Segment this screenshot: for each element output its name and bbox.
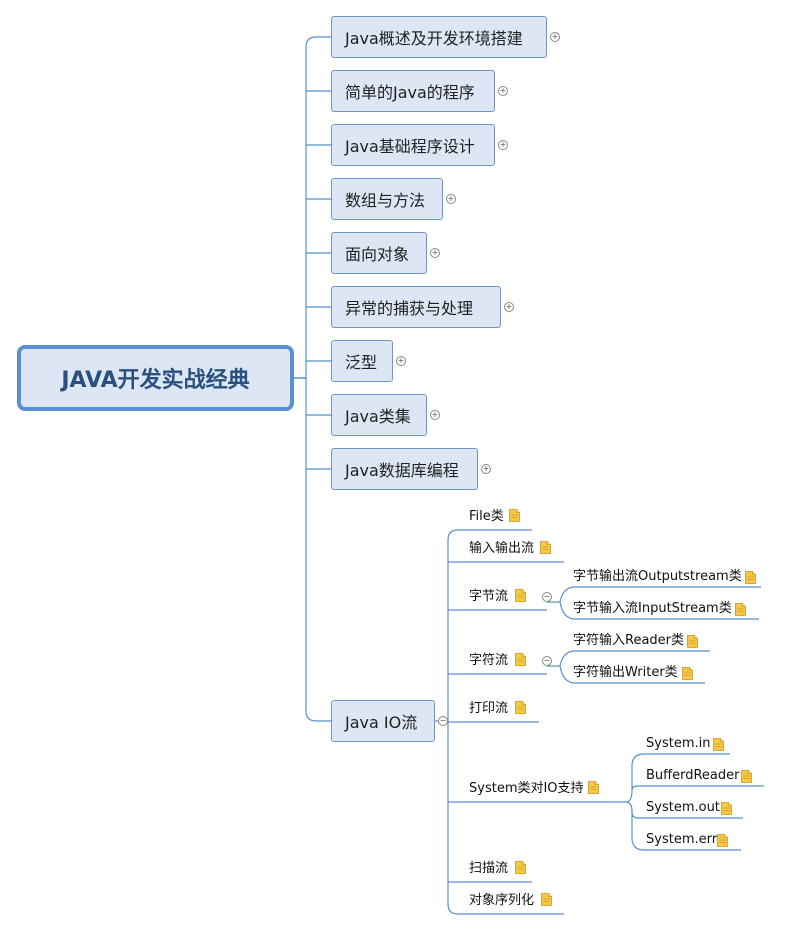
- system-child-1[interactable]: BufferdReader: [646, 768, 740, 783]
- io-child-7[interactable]: 对象序列化: [469, 893, 535, 908]
- note-icon[interactable]: [515, 861, 526, 874]
- note-icon[interactable]: [713, 738, 724, 751]
- topic-2-toggle[interactable]: +: [498, 140, 508, 150]
- note-icon[interactable]: [540, 541, 551, 554]
- note-icon[interactable]: [721, 802, 732, 815]
- system-child-2[interactable]: System.out: [646, 800, 720, 815]
- system-child-line: [631, 812, 741, 851]
- io-child-2-toggle[interactable]: −: [542, 592, 552, 602]
- topic-5-toggle[interactable]: +: [504, 302, 514, 312]
- io-child-3[interactable]: 字符流: [469, 653, 509, 668]
- note-icon[interactable]: [745, 571, 756, 584]
- io-child-3-toggle[interactable]: −: [542, 656, 552, 666]
- note-icon[interactable]: [515, 701, 526, 714]
- char-child-line: [559, 665, 705, 684]
- topic-4[interactable]: 面向对象: [331, 232, 427, 274]
- note-icon[interactable]: [735, 603, 746, 616]
- topic-8[interactable]: Java数据库编程: [331, 448, 478, 490]
- topic-2[interactable]: Java基础程序设计: [331, 124, 495, 166]
- io-child-line: [447, 903, 564, 915]
- note-icon[interactable]: [741, 770, 752, 783]
- byte-child-line: [559, 601, 759, 620]
- topic-9-toggle[interactable]: −: [438, 716, 448, 726]
- topic-6[interactable]: 泛型: [331, 340, 393, 382]
- system-child-3[interactable]: System.err: [646, 832, 718, 847]
- topic-6-toggle[interactable]: +: [396, 356, 406, 366]
- system-connector: [625, 789, 633, 803]
- topic-connector: [305, 710, 331, 722]
- topic-3[interactable]: 数组与方法: [331, 178, 443, 220]
- topic-7[interactable]: Java类集: [331, 394, 427, 436]
- topic-1[interactable]: 简单的Java的程序: [331, 70, 495, 112]
- byte-child-line: [559, 586, 761, 603]
- byte-stream-child-0[interactable]: 字节输出流Outputstream类: [573, 569, 742, 584]
- io-child-4[interactable]: 打印流: [469, 701, 509, 716]
- io-child-6[interactable]: 扫描流: [469, 861, 509, 876]
- note-icon[interactable]: [541, 893, 552, 906]
- char-stream-child-0[interactable]: 字符输入Reader类: [573, 633, 685, 648]
- io-child-line: [447, 529, 532, 541]
- topic-0-toggle[interactable]: +: [550, 32, 560, 42]
- char-child-line: [559, 650, 710, 667]
- io-child-1[interactable]: 输入输出流: [469, 541, 535, 556]
- topic-connector: [305, 36, 331, 48]
- topic-5[interactable]: 异常的捕获与处理: [331, 286, 501, 328]
- system-child-line: [631, 785, 764, 791]
- io-child-2[interactable]: 字节流: [469, 589, 509, 604]
- note-icon[interactable]: [515, 653, 526, 666]
- note-icon[interactable]: [687, 635, 698, 648]
- note-icon[interactable]: [515, 589, 526, 602]
- topic-9[interactable]: Java IO流: [331, 700, 435, 742]
- system-child-0[interactable]: System.in: [646, 736, 711, 751]
- note-icon[interactable]: [717, 834, 728, 847]
- root-topic[interactable]: JAVA开发实战经典: [17, 345, 294, 411]
- topic-4-toggle[interactable]: +: [430, 248, 440, 258]
- io-child-5[interactable]: System类对IO支持: [469, 781, 584, 796]
- note-icon[interactable]: [588, 781, 599, 794]
- byte-stream-child-1[interactable]: 字节输入流InputStream类: [573, 601, 732, 616]
- note-icon[interactable]: [509, 509, 520, 522]
- topic-7-toggle[interactable]: +: [430, 410, 440, 420]
- note-icon[interactable]: [682, 667, 693, 680]
- topic-0[interactable]: Java概述及开发环境搭建: [331, 16, 547, 58]
- topic-8-toggle[interactable]: +: [481, 464, 491, 474]
- system-child-line: [631, 753, 730, 790]
- topic-1-toggle[interactable]: +: [498, 86, 508, 96]
- char-stream-child-1[interactable]: 字符输出Writer类: [573, 665, 678, 680]
- topic-3-toggle[interactable]: +: [446, 194, 456, 204]
- io-child-0[interactable]: File类: [469, 509, 504, 524]
